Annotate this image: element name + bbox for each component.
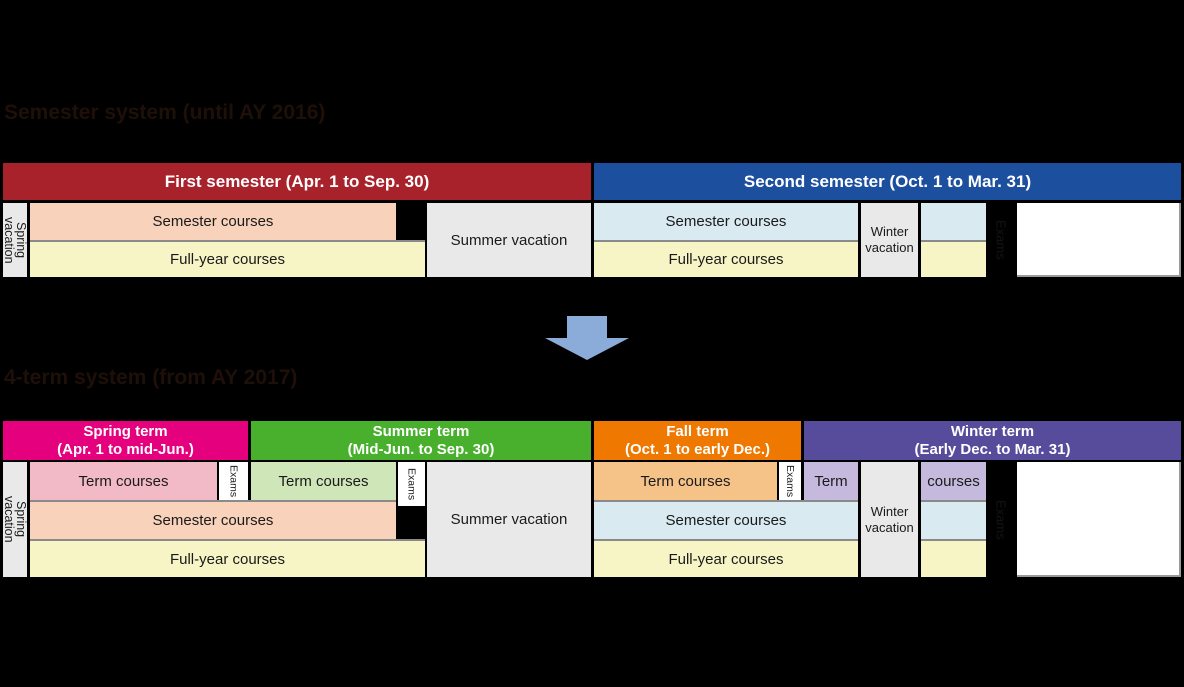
spring-vacation-cell-bottom: Spring vacation bbox=[2, 462, 28, 577]
final-exams-column: Exams bbox=[986, 203, 1016, 277]
year-end-box-bottom bbox=[1017, 462, 1181, 577]
year-end-box bbox=[1017, 203, 1181, 277]
summer-vacation-cell-bottom: Summer vacation bbox=[427, 462, 591, 577]
first-semester-courses-cell-bottom: Semester courses bbox=[30, 500, 396, 539]
spring-term-courses-cell: Term courses bbox=[30, 462, 217, 500]
first-semester-header: First semester (Apr. 1 to Sep. 30) bbox=[3, 163, 591, 200]
winter-term-range: (Early Dec. to Mar. 31) bbox=[914, 440, 1071, 458]
winter-term-header: Winter term (Early Dec. to Mar. 31) bbox=[804, 421, 1181, 460]
spring-term-range: (Apr. 1 to mid-Jun.) bbox=[57, 440, 194, 458]
fall-term-range: (Oct. 1 to early Dec.) bbox=[624, 440, 771, 458]
summer-term-header: Summer term (Mid-Jun. to Sep. 30) bbox=[251, 421, 591, 460]
spring-term-header: Spring term (Apr. 1 to mid-Jun.) bbox=[3, 421, 248, 460]
fall-term-header: Fall term (Oct. 1 to early Dec.) bbox=[594, 421, 801, 460]
spring-exams-box: Exams bbox=[219, 462, 248, 500]
full-year-courses-after-vacation-cell bbox=[921, 240, 986, 277]
spring-term-name: Spring term bbox=[83, 422, 168, 440]
summer-term-range: (Mid-Jun. to Sep. 30) bbox=[347, 440, 495, 458]
summer-vacation-cell: Summer vacation bbox=[427, 203, 591, 277]
four-term-system-title: 4-term system (from AY 2017) bbox=[4, 366, 298, 389]
first-semester-courses-cell: Semester courses bbox=[30, 203, 396, 240]
fall-exams-box: Exams bbox=[779, 462, 801, 500]
full-year-courses-cell-second: Full-year courses bbox=[594, 240, 858, 277]
winter-term-courses-cell-after-vacation: courses bbox=[921, 462, 986, 500]
winter-vacation-cell: Winter vacation bbox=[861, 203, 918, 277]
full-year-courses-after-vacation-cell-bottom bbox=[921, 539, 986, 577]
summer-term-name: Summer term bbox=[372, 422, 470, 440]
winter-term-courses-cell-before-vacation: Term bbox=[804, 462, 858, 500]
second-semester-courses-cell: Semester courses bbox=[594, 203, 858, 240]
spring-vacation-label: Spring vacation bbox=[2, 496, 28, 543]
winter-term-name: Winter term bbox=[950, 422, 1035, 440]
final-exams-column-bottom: Exams bbox=[986, 462, 1016, 577]
summer-term-courses-cell: Term courses bbox=[251, 462, 396, 500]
full-year-courses-cell-second-bottom: Full-year courses bbox=[594, 539, 858, 577]
second-semester-header: Second semester (Oct. 1 to Mar. 31) bbox=[594, 163, 1181, 200]
fall-term-courses-cell: Term courses bbox=[594, 462, 777, 500]
summer-exams-box: Exams bbox=[398, 462, 425, 506]
down-arrow-icon bbox=[545, 316, 629, 360]
fall-term-name: Fall term bbox=[666, 422, 729, 440]
winter-vacation-cell-bottom: Winter vacation bbox=[861, 462, 918, 577]
second-semester-courses-after-vacation-cell bbox=[921, 203, 986, 240]
second-semester-courses-after-vacation-cell-bottom bbox=[921, 500, 986, 539]
spring-vacation-label: Spring vacation bbox=[2, 216, 28, 264]
full-year-courses-cell-first-bottom: Full-year courses bbox=[30, 539, 425, 577]
spring-vacation-cell: Spring vacation bbox=[2, 203, 28, 277]
full-year-courses-cell-first: Full-year courses bbox=[30, 240, 425, 277]
second-semester-courses-cell-bottom: Semester courses bbox=[594, 500, 858, 539]
semester-system-title: Semester system (until AY 2016) bbox=[4, 101, 326, 124]
